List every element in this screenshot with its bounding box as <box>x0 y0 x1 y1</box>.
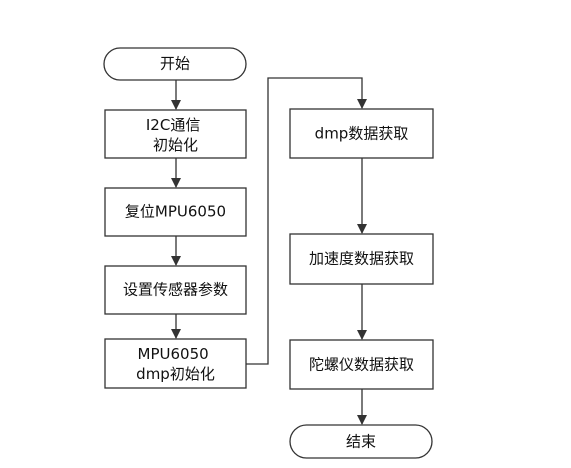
node-dmp-get: dmp数据获取 <box>289 108 434 159</box>
node-start-shape <box>103 47 247 81</box>
node-sensor-params-shape <box>104 265 247 315</box>
node-dmp-get-shape <box>289 108 434 159</box>
node-accel-get-shape <box>289 233 434 285</box>
node-i2c-line-2: 初始化 <box>153 136 198 154</box>
node-gyro-get: 陀螺仪数据获取 <box>289 339 434 390</box>
node-dmp-get-label: dmp数据获取 <box>315 125 409 143</box>
node-end: 结束 <box>289 424 433 459</box>
node-i2c-label: I2C通信 初始化 <box>146 116 205 154</box>
node-accel-get-label: 加速度数据获取 <box>309 250 414 268</box>
node-gyro-get-label: 陀螺仪数据获取 <box>309 356 414 374</box>
node-accel-get: 加速度数据获取 <box>289 233 434 285</box>
node-i2c: I2C通信 初始化 <box>104 109 247 159</box>
node-i2c-shape <box>104 109 247 159</box>
node-reset: 复位MPU6050 <box>104 187 247 237</box>
edge-dmp-init-to-dmp-get <box>246 77 367 365</box>
node-start: 开始 <box>103 47 247 81</box>
edges <box>171 77 367 425</box>
node-reset-shape <box>104 187 247 237</box>
node-end-shape <box>289 424 433 459</box>
node-dmp-init-label: MPU6050 dmp初始化 <box>136 345 215 383</box>
node-dmp-init-line-1: MPU6050 <box>138 345 209 363</box>
node-gyro-get-shape <box>289 339 434 390</box>
node-sensor-params: 设置传感器参数 <box>104 265 247 315</box>
node-dmp-init-shape <box>104 338 247 389</box>
node-dmp-init: MPU6050 dmp初始化 <box>104 338 247 389</box>
node-end-label: 结束 <box>346 433 376 451</box>
node-reset-label: 复位MPU6050 <box>125 203 226 221</box>
node-dmp-init-line-2: dmp初始化 <box>136 365 215 383</box>
node-i2c-line-1: I2C通信 <box>146 116 200 134</box>
node-sensor-params-label: 设置传感器参数 <box>123 281 228 299</box>
node-start-label: 开始 <box>160 55 190 73</box>
